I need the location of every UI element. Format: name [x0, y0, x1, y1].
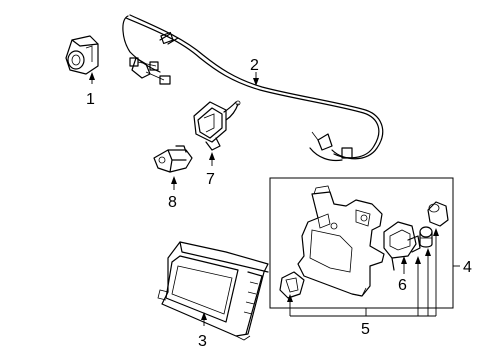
assembly-box — [269, 177, 454, 309]
leader-7 — [209, 152, 215, 166]
part-cap — [427, 201, 449, 227]
callout-7: 7 — [206, 171, 215, 188]
part-mounting-bracket — [297, 185, 385, 297]
leader-3 — [201, 312, 207, 326]
leader-5 — [287, 228, 439, 317]
part-sensor-1 — [65, 35, 99, 75]
callout-5: 5 — [361, 321, 370, 338]
leader-2 — [253, 72, 259, 86]
callout-8: 8 — [168, 194, 177, 211]
part-camera-7 — [193, 100, 241, 151]
part-grommet — [419, 226, 433, 248]
callout-4: 4 — [463, 259, 472, 276]
part-clip — [279, 271, 305, 299]
leader-6 — [401, 256, 407, 274]
callout-6: 6 — [398, 277, 407, 294]
callout-3: 3 — [198, 333, 207, 350]
part-wire-harness-2 — [122, 14, 384, 162]
part-bracket-8 — [153, 145, 193, 173]
leader-1 — [89, 72, 95, 84]
part-control-module-3 — [157, 241, 269, 341]
leader-8 — [171, 176, 177, 190]
callout-1: 1 — [86, 91, 95, 108]
callout-2: 2 — [250, 57, 259, 74]
part-sensor-unit-6 — [383, 221, 421, 271]
